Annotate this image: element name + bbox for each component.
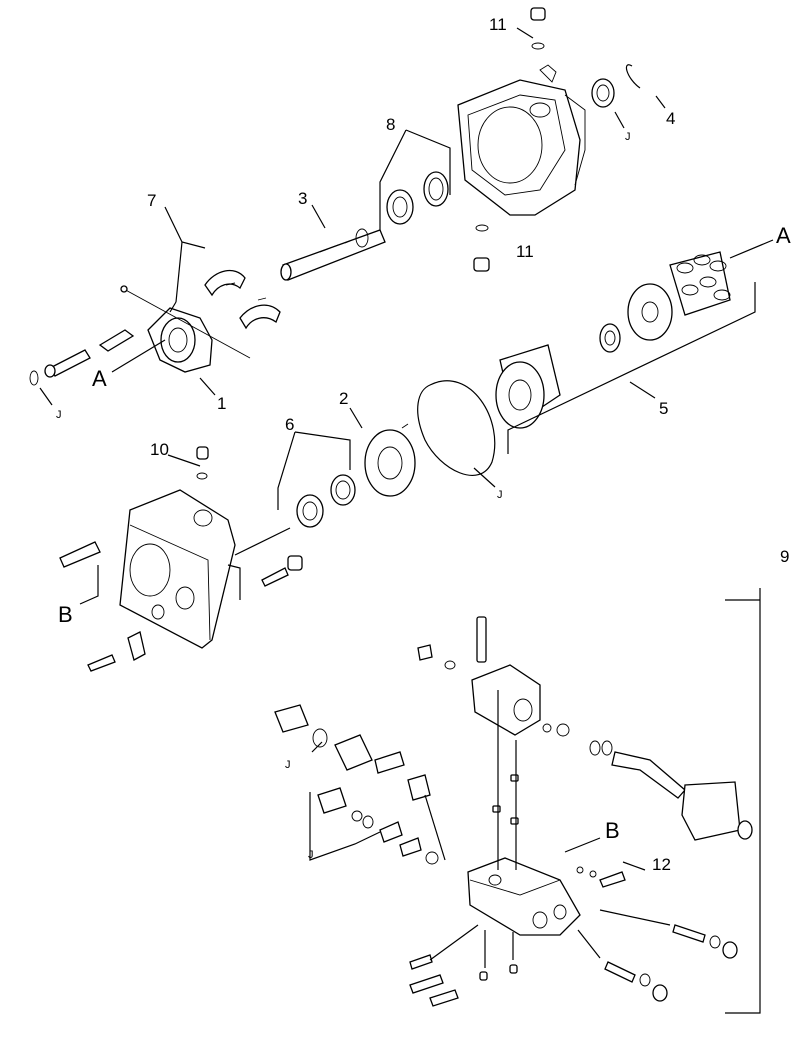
bearing-8 [386,171,449,225]
pistons [669,251,731,316]
drive-shaft [280,228,386,281]
label-3: 3 [298,189,307,208]
label-10: 10 [150,440,169,459]
label-6: 6 [285,415,294,434]
swash-plate [29,285,251,386]
spherical-bushing [599,323,621,353]
label-b-left: B [58,602,73,627]
pump-housing [457,64,586,216]
retainer-plate [627,283,673,341]
housing-plug-bottom [473,224,490,272]
control-valve-assembly [274,616,753,1007]
label-7: 7 [147,191,156,210]
o-ring-gasket [417,380,496,476]
label-9: 9 [780,547,789,566]
cylinder-barrel [495,344,561,429]
callout-labels: 11 4 J 8 3 7 11 A A 1 J 5 2 6 10 J B 9 J… [56,15,791,874]
label-4: 4 [666,109,675,128]
valve-plate [364,423,416,497]
label-b-right: B [605,818,620,843]
label-a-left: A [92,366,107,391]
label-11-bottom: 11 [516,242,534,261]
label-8: 8 [386,115,395,134]
label-j-valve-2: J [308,849,314,861]
label-j-left: J [56,409,62,421]
end-cover [59,446,303,672]
label-5: 5 [659,399,668,418]
label-j-gasket: J [497,489,503,501]
label-2: 2 [339,389,348,408]
label-a-right: A [776,223,791,248]
seal-and-ring [591,64,641,108]
label-11-top: 11 [489,15,507,34]
label-j-seal: J [625,131,631,143]
bearing-shoes [204,269,281,330]
housing-plug-top [530,7,546,50]
label-1: 1 [217,394,226,413]
bearing-6 [296,474,356,528]
label-12: 12 [652,855,671,874]
label-j-valve-1: J [285,759,291,771]
leader-lines [39,27,774,1014]
